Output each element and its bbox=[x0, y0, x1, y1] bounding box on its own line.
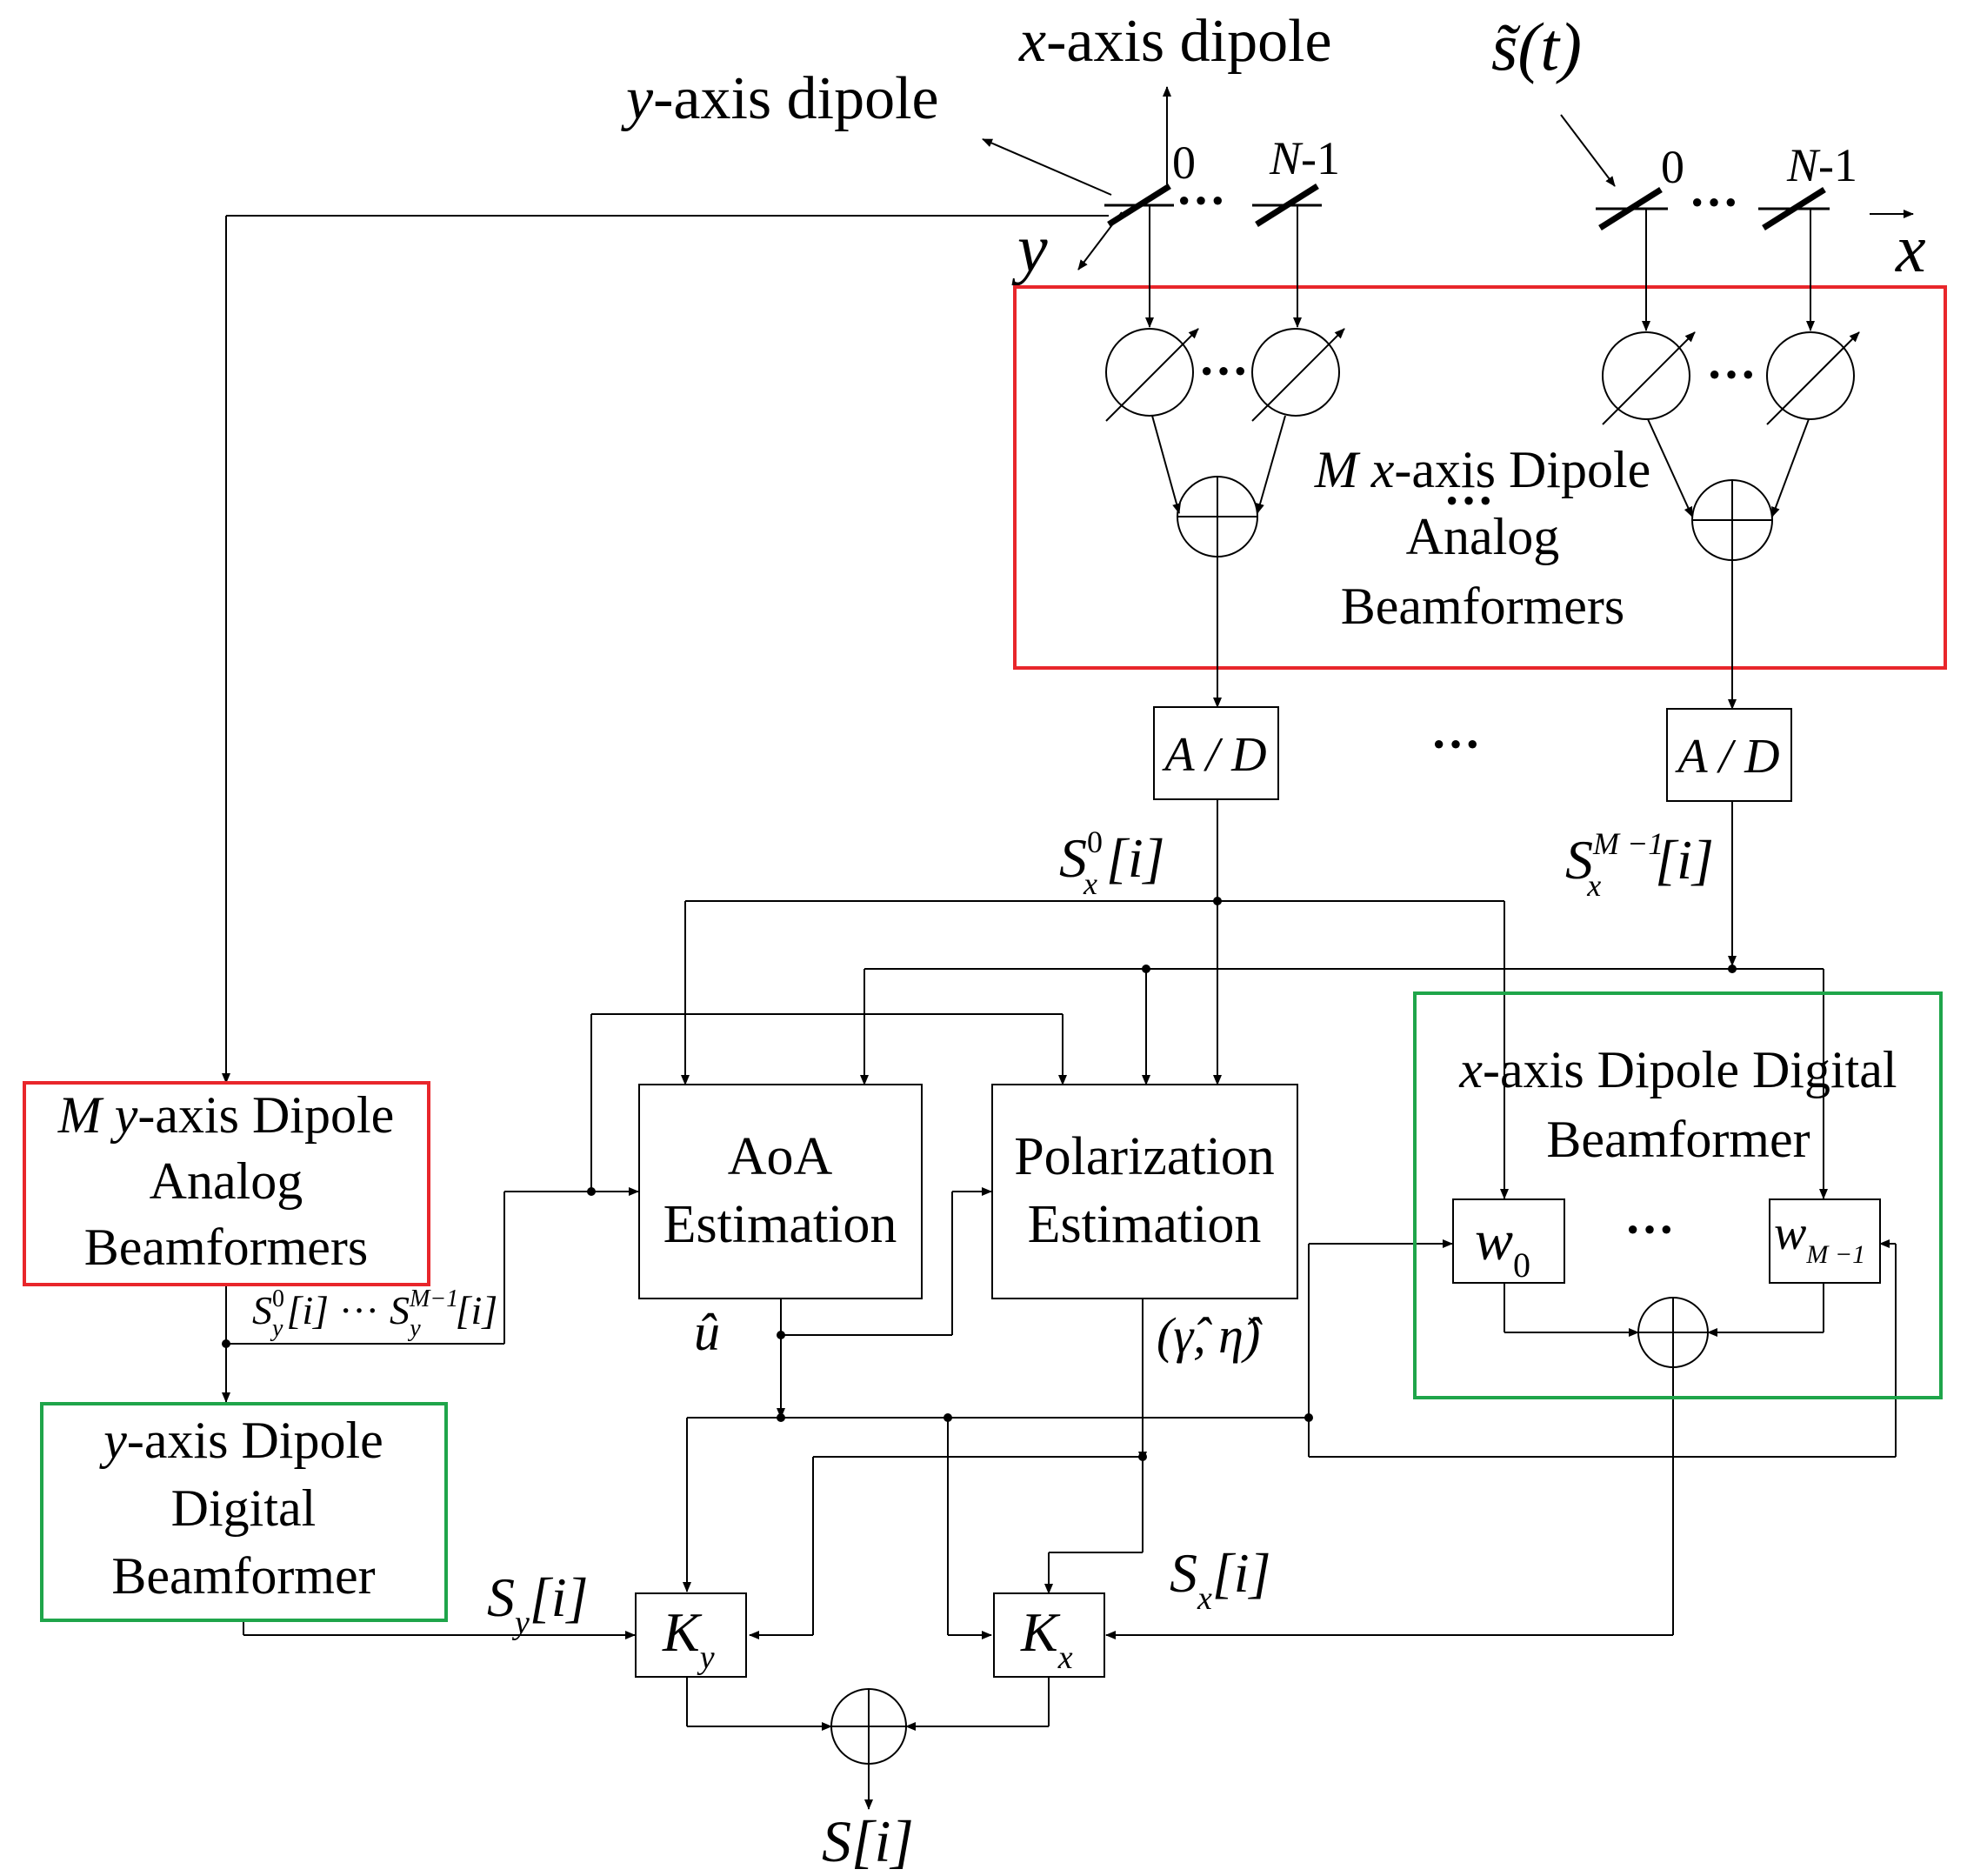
junction-dots bbox=[222, 897, 1737, 1461]
ad-right-box bbox=[1666, 708, 1792, 802]
x-digital-line2: Beamformer bbox=[1546, 1111, 1810, 1168]
x-array-ellipsis: ··· bbox=[1689, 174, 1739, 230]
y-analog-beamformer-box: M y-axis Dipole Analog Beamformers bbox=[23, 1081, 430, 1286]
phase-shifter-3-arrow bbox=[1602, 331, 1696, 425]
ky-box bbox=[635, 1592, 747, 1678]
phase-shifter-2-arrow bbox=[1251, 328, 1345, 422]
ky-label: Ky bbox=[662, 1601, 715, 1676]
shifter-ellipsis-left: ··· bbox=[1198, 343, 1249, 399]
weight-wM-box bbox=[1769, 1198, 1881, 1284]
x-index-0: 0 bbox=[1661, 141, 1684, 193]
y-digital-line2: Digital bbox=[171, 1479, 317, 1537]
kx-box bbox=[993, 1592, 1105, 1678]
y-digital-line1: y-axis Dipole bbox=[98, 1412, 383, 1469]
signal-routing bbox=[222, 215, 1897, 1810]
phase-shifter-1-arrow bbox=[1105, 328, 1199, 422]
y-digital-line3: Beamformer bbox=[111, 1547, 375, 1605]
x-analog-line2: Analog bbox=[1406, 508, 1560, 565]
ad-left-box bbox=[1153, 706, 1279, 800]
y-index-N: N-1 bbox=[1269, 132, 1340, 184]
top-labels: x-axis dipole y-axis dipole s̃(t) 0 N-1 … bbox=[621, 8, 1926, 286]
shifter-ellipsis-right: ··· bbox=[1706, 346, 1757, 403]
pol-line1: Polarization bbox=[1014, 1127, 1275, 1186]
phase-shifter-4-arrow bbox=[1766, 331, 1860, 425]
final-output-label: S[i] bbox=[822, 1808, 914, 1874]
x-analog-line3: Beamformers bbox=[1341, 577, 1625, 635]
sy-out-label: Sy[i] bbox=[487, 1566, 588, 1641]
y-axis-arrow bbox=[1077, 211, 1123, 270]
summer-ellipsis: ··· bbox=[1444, 472, 1494, 529]
x-dipole-label: x-axis dipole bbox=[1018, 8, 1332, 75]
weight-w0-label: w0 bbox=[1475, 1209, 1530, 1285]
x-analog-internals bbox=[1105, 205, 1860, 710]
x-index-N: N-1 bbox=[1786, 139, 1857, 191]
weight-ellipsis: ··· bbox=[1624, 1201, 1675, 1258]
kx-label: Kx bbox=[1020, 1601, 1073, 1676]
weight-w0-box bbox=[1452, 1198, 1565, 1284]
u-hat-label: û bbox=[694, 1304, 720, 1361]
polarization-estimation-block: Polarization Estimation bbox=[991, 1084, 1298, 1299]
y-dipole-label: y-axis dipole bbox=[621, 65, 939, 132]
ad-converters: A / D A / D ··· bbox=[1153, 706, 1792, 802]
aoa-estimation-block: AoA Estimation bbox=[638, 1084, 923, 1299]
aoa-line2: Estimation bbox=[663, 1195, 897, 1254]
gamma-eta-label: (γ̂, η̂) bbox=[1157, 1307, 1263, 1364]
signal-label: s̃(t) bbox=[1491, 9, 1582, 84]
combiner: Ky Kx bbox=[635, 1592, 1105, 1765]
phase-shifter-4 bbox=[1766, 331, 1855, 420]
x-digital-beamformer-box: x-axis Dipole Digital Beamformer w0 wM −… bbox=[1413, 991, 1943, 1399]
phase-shifter-1 bbox=[1105, 328, 1194, 417]
y-analog-line3: Beamformers bbox=[84, 1218, 369, 1276]
ad-right-label: A / D bbox=[1674, 730, 1779, 784]
signal-pointer bbox=[1560, 114, 1616, 187]
ad-ellipsis: ··· bbox=[1430, 716, 1481, 772]
x-digital-line1: x-axis Dipole Digital bbox=[1458, 1041, 1897, 1098]
x-analog-beamformer-box bbox=[1013, 285, 1947, 670]
weight-wM-label: wM −1 bbox=[1774, 1206, 1865, 1269]
phase-shifter-2 bbox=[1251, 328, 1340, 417]
x-axis-label: x bbox=[1895, 210, 1926, 286]
phase-shifter-3 bbox=[1602, 331, 1690, 420]
y-dipole-pointer bbox=[982, 138, 1112, 196]
antenna-arrays bbox=[982, 86, 1914, 270]
y-analog-line2: Analog bbox=[150, 1152, 303, 1210]
y-digital-beamformer-box: y-axis Dipole Digital Beamformer bbox=[40, 1402, 448, 1622]
aoa-line1: AoA bbox=[728, 1127, 833, 1186]
x-analog-labels: ··· ··· ··· M x-axis Dipole Analog Beamf… bbox=[1198, 343, 1757, 635]
ad-left-label: A / D bbox=[1161, 728, 1266, 782]
y-array-ellipsis: ··· bbox=[1176, 172, 1226, 229]
y-analog-line1: M y-axis Dipole bbox=[57, 1086, 395, 1144]
pol-line2: Estimation bbox=[1028, 1195, 1262, 1254]
x-analog-line1: M x-axis Dipole bbox=[1314, 441, 1651, 498]
output-labels: Sy[i] Sx[i] S[i] bbox=[487, 1542, 1270, 1874]
y-axis-label: y bbox=[1011, 210, 1048, 286]
y-index-0: 0 bbox=[1172, 137, 1196, 189]
sx-out-label: Sx[i] bbox=[1170, 1542, 1270, 1617]
